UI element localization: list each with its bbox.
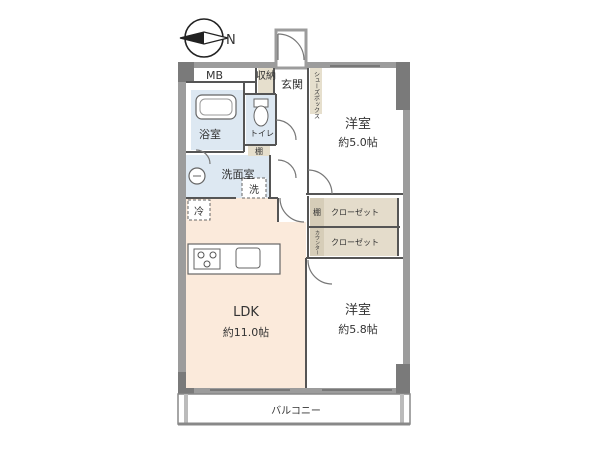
- western-room-2-name: 洋室: [345, 302, 371, 318]
- closet-1-label: クローゼット: [331, 207, 379, 217]
- closet-2-label: クローゼット: [331, 237, 379, 247]
- western-room-2-size: 約5.8帖: [338, 322, 378, 336]
- kitchen-sink: [235, 247, 261, 269]
- front-door-swing: [277, 33, 305, 61]
- balcony: [177, 393, 411, 426]
- balcony-area: [177, 393, 411, 425]
- compass: N: [179, 18, 236, 58]
- toilet-door-swing: [275, 119, 297, 141]
- bathtub-inner: [199, 98, 233, 116]
- stove: [193, 248, 221, 270]
- stove-burner-1: [197, 251, 205, 259]
- compass-needle-dark: [180, 32, 204, 44]
- bathtub: [195, 94, 237, 120]
- ldk-door-swing: [279, 197, 305, 223]
- mb-label: MB: [206, 69, 223, 82]
- counter-fill: [310, 228, 324, 256]
- stove-burner-3: [203, 260, 211, 268]
- toilet-bowl: [253, 105, 269, 127]
- western-room-1-size: 約5.0帖: [338, 135, 378, 149]
- doors: [195, 33, 333, 285]
- corner-pillar-br: [396, 364, 410, 394]
- washroom-door-swing: [277, 159, 297, 179]
- corner-pillar-tr: [396, 62, 410, 110]
- compass-north-label: N: [226, 33, 236, 48]
- shelf-1-label: 棚: [255, 146, 263, 156]
- bath-door-swing: [195, 149, 211, 165]
- washer-label: 洗: [249, 184, 259, 196]
- ldk-size: 約11.0帖: [223, 325, 270, 339]
- storage-fill: [258, 68, 274, 94]
- bath-label: 浴室: [199, 127, 221, 141]
- closet-1-fill: [310, 198, 398, 226]
- fridge-label: 冷: [194, 205, 204, 218]
- corner-pillar-tl: [178, 62, 194, 82]
- washroom-label: 洗面室: [222, 167, 255, 181]
- balcony-label: バルコニー: [271, 405, 321, 417]
- shelf-2-fill: [310, 198, 324, 226]
- entrance-label: 玄関: [281, 77, 303, 91]
- toilet-label: トイレ: [250, 129, 274, 138]
- interior-walls: [186, 68, 403, 388]
- ldk-name: LDK: [233, 305, 259, 320]
- room1-door-swing: [307, 169, 333, 195]
- labels: MB 収納 玄関 シューズボックス 浴室 トイレ 棚 洗面室 洗 冷 洋室 約5…: [194, 69, 379, 417]
- washer-space: [241, 177, 267, 199]
- balcony-rail-right: [400, 394, 404, 424]
- shoe-box-fill: [310, 68, 322, 114]
- shoe-box-label: シューズボックス: [313, 71, 320, 119]
- shelf-2-label: 棚: [313, 207, 321, 217]
- stove-burner-2: [209, 251, 217, 259]
- room2-door-swing: [307, 259, 333, 285]
- fridge-space: [187, 199, 211, 221]
- western-room-1-name: 洋室: [345, 116, 371, 132]
- storage-label: 収納: [256, 69, 276, 82]
- balcony-rail-left: [184, 394, 188, 424]
- fixtures: [187, 65, 392, 391]
- closet-2-fill: [310, 228, 398, 256]
- ldk-floor: [186, 198, 306, 388]
- shelf-1-fill: [248, 146, 270, 156]
- counter-label: カウンター: [314, 230, 320, 255]
